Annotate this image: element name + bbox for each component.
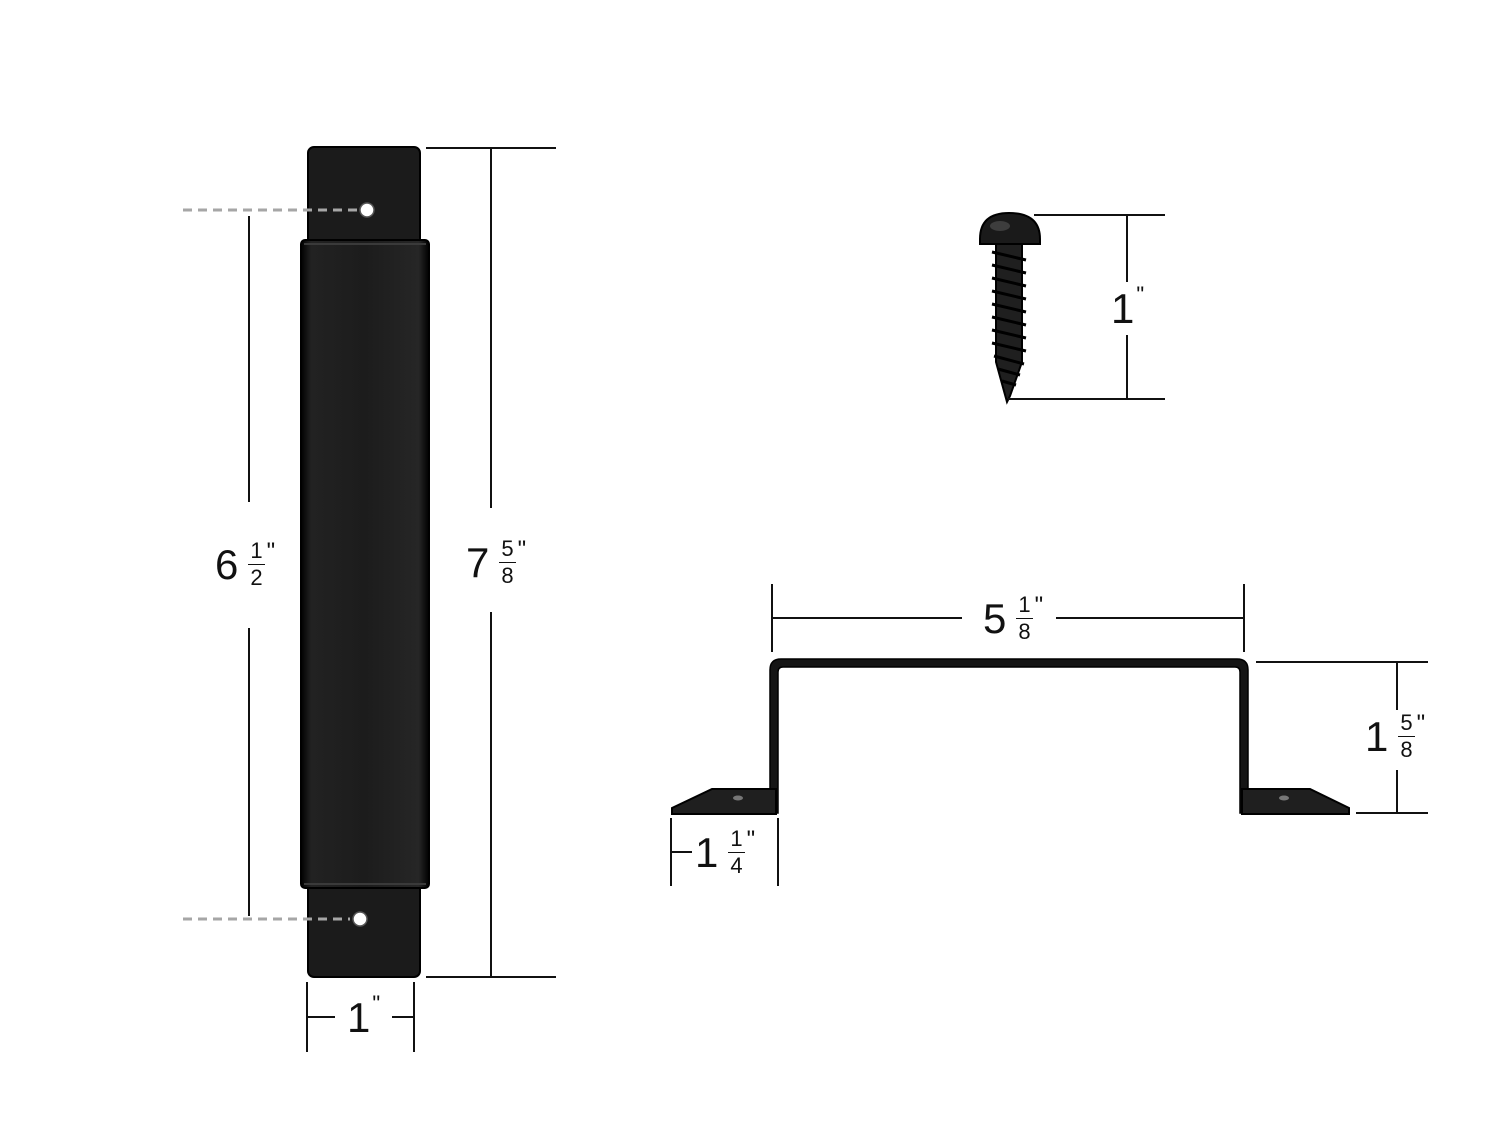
fraction-numerator: 1 [728, 826, 745, 853]
label-foot-length-fraction: 1 4 [728, 826, 745, 878]
label-hole-spacing-whole: 6 [215, 540, 239, 588]
vertical-bracket [300, 146, 430, 978]
screw [979, 211, 1041, 405]
label-handle-height-whole: 1 [1365, 712, 1389, 760]
fraction-denominator: 8 [1400, 737, 1413, 762]
inch-mark: " [1034, 592, 1044, 619]
handle-left-foot [671, 788, 777, 815]
fraction-denominator: 8 [501, 563, 514, 588]
foot-length-dimension-line [670, 818, 779, 886]
label-screw-length-whole: 1 [1111, 285, 1135, 332]
inch-mark: " [1136, 282, 1145, 307]
bracket-width-dimension-line [306, 982, 415, 1052]
handle-right-foot [1241, 788, 1350, 815]
screw-threads [991, 250, 1027, 387]
label-handle-height: 1 5 8 " [1365, 710, 1426, 762]
label-bracket-width: 1 " [347, 993, 381, 1041]
u-handle [671, 658, 1350, 815]
fraction-numerator: 5 [499, 536, 516, 563]
inch-mark: " [746, 826, 756, 853]
bracket-height-dimension-line [426, 147, 556, 978]
inch-mark: " [1416, 710, 1426, 737]
hole-guide-lines [183, 208, 357, 921]
bracket-front-cover [300, 239, 430, 889]
handle-length-dimension-line [771, 584, 1245, 652]
label-hole-spacing: 6 1 2 " [215, 538, 276, 590]
label-handle-length: 5 1 8 " [983, 592, 1044, 644]
fraction-denominator: 8 [1018, 619, 1031, 644]
fraction-denominator: 4 [730, 853, 743, 878]
screw-length-dimension-line [1008, 214, 1165, 400]
inch-mark: " [266, 538, 276, 565]
label-bracket-height-whole: 7 [466, 538, 490, 586]
label-foot-length-whole: 1 [695, 828, 719, 876]
handle-height-dimension-line [1256, 661, 1428, 814]
fraction-numerator: 1 [248, 538, 265, 565]
label-bracket-height-fraction: 5 8 [499, 536, 516, 588]
bracket-bottom-hole [352, 911, 368, 927]
label-handle-length-fraction: 1 8 [1016, 592, 1033, 644]
handle-body [769, 658, 1249, 814]
screw-head [979, 211, 1041, 245]
label-handle-height-fraction: 5 8 [1398, 710, 1415, 762]
label-foot-length: 1 1 4 " [695, 826, 756, 878]
label-handle-length-whole: 5 [983, 594, 1007, 642]
label-bracket-width-whole: 1 [347, 994, 371, 1041]
fraction-denominator: 2 [250, 565, 263, 590]
inch-mark: " [372, 991, 381, 1016]
label-bracket-height: 7 5 8 " [466, 536, 527, 588]
label-hole-spacing-fraction: 1 2 [248, 538, 265, 590]
fraction-numerator: 1 [1016, 592, 1033, 619]
label-screw-length: 1 " [1111, 284, 1145, 332]
fraction-numerator: 5 [1398, 710, 1415, 737]
inch-mark: " [517, 536, 527, 563]
bracket-top-hole [359, 202, 375, 218]
